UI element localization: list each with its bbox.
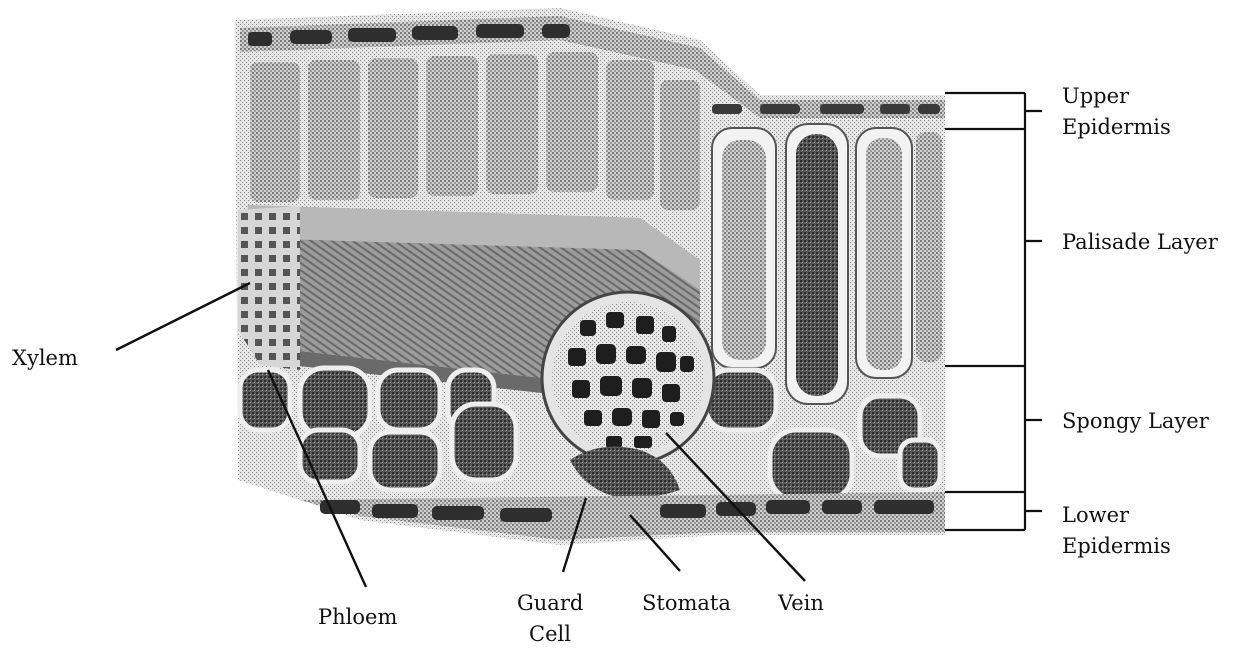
- upper-epidermis-label-line1: Upper: [1062, 84, 1130, 108]
- guard-cell-label-line1: Guard: [517, 591, 583, 615]
- vein-cross-section: [542, 292, 714, 464]
- layer-brackets: [945, 93, 1042, 530]
- lower-epidermis-label-line1: Lower: [1062, 503, 1130, 527]
- xylem-leader: [116, 283, 250, 350]
- phloem-label: Phloem: [318, 605, 397, 629]
- stomata-label: Stomata: [642, 591, 731, 615]
- lower-epidermis-label-line2: Epidermis: [1062, 534, 1171, 558]
- palisade-layer-label: Palisade Layer: [1062, 230, 1219, 254]
- upper-epidermis-label-line2: Epidermis: [1062, 115, 1171, 139]
- guard-cell-label-line2: Cell: [529, 622, 571, 646]
- spongy-layer-label: Spongy Layer: [1062, 409, 1210, 433]
- vein-label: Vein: [777, 591, 824, 615]
- xylem-label: Xylem: [12, 346, 78, 370]
- palisade-cells-front: [712, 124, 942, 404]
- leaf-tissue-illustration: [235, 8, 945, 545]
- palisade-cells-back: [250, 52, 700, 210]
